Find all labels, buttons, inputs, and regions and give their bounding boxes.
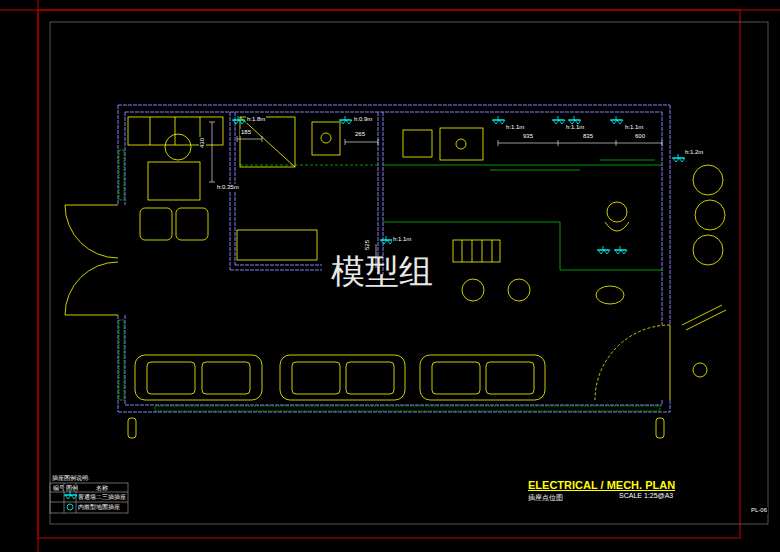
height-note: h:1.2m: [684, 149, 704, 156]
height-note: h:1.1m: [624, 124, 644, 131]
sheet-number: PL-06: [750, 507, 768, 514]
dimension: 835: [582, 133, 594, 140]
height-note: h:1.1m: [392, 236, 412, 243]
dimension: 600: [634, 133, 646, 140]
dimension: 430: [199, 137, 206, 149]
height-note: h:0.9m: [353, 116, 373, 123]
dimension: 935: [522, 133, 534, 140]
height-note: h:1.1m: [565, 124, 585, 131]
legend-socket-symbol: [64, 491, 77, 499]
height-note: h:1.1m: [505, 124, 525, 131]
drawing-title: ELECTRICAL / MECH. PLAN: [527, 479, 676, 491]
dimension: 185: [240, 129, 252, 136]
dimension: 265: [354, 131, 366, 138]
height-note: h:0.35m: [216, 184, 240, 191]
legend-heading: 插座图例说明:: [51, 475, 91, 481]
legend-entry: 内嵌型地面插座: [78, 504, 120, 510]
watermark: 模型组: [330, 253, 434, 290]
scale-note: SCALE 1:25@A3: [618, 492, 674, 500]
table-header: 编号: [52, 485, 66, 491]
drawing-subtitle: 插座点位图: [527, 494, 564, 502]
legend-entry: 普通墙二三插插座: [78, 494, 126, 500]
table-header: 名称: [95, 485, 109, 491]
height-note: h:1.8m: [246, 116, 266, 123]
legend-floor-socket-symbol: [67, 504, 73, 510]
dimension: 525: [364, 239, 371, 251]
table-header: 图例: [65, 485, 79, 491]
